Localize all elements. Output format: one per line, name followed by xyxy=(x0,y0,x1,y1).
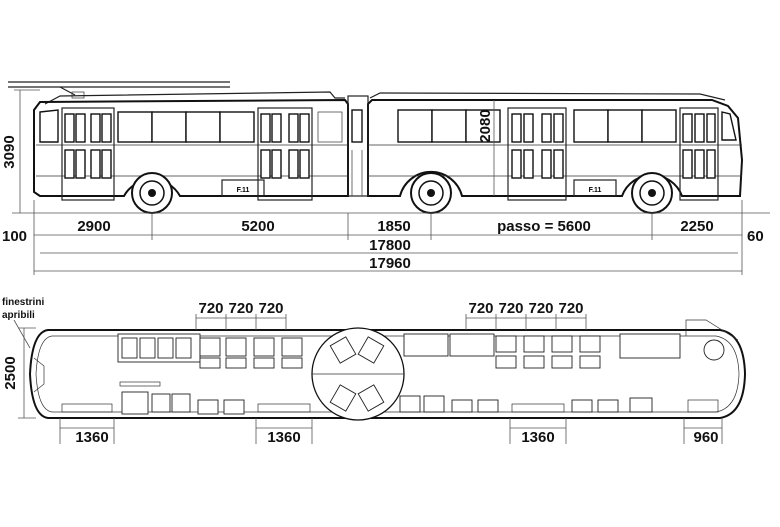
rear-windscreen xyxy=(721,111,737,141)
rear-nose xyxy=(685,319,739,341)
roof-rear-section xyxy=(369,92,726,101)
articulation-bellows xyxy=(347,95,369,197)
pitch-rear-4: 720 xyxy=(558,300,583,317)
trolley-poles xyxy=(8,81,230,99)
front-windscreen xyxy=(39,109,59,143)
rear-door-2 xyxy=(679,107,719,201)
width-label: 2500 xyxy=(2,356,19,389)
pitch-rear-1: 720 xyxy=(468,300,493,317)
plan-hull-outer xyxy=(28,329,747,419)
front-side-windows xyxy=(117,111,255,143)
rear-top-seats xyxy=(403,333,725,369)
note-line-2: apribili xyxy=(2,310,35,321)
height-total-label: 3090 xyxy=(1,135,18,168)
height-dimension: 3090 xyxy=(1,89,40,213)
wheel-middle xyxy=(410,172,452,214)
plate-front-label: F.11 xyxy=(237,187,250,194)
pitch-rear-2: 720 xyxy=(498,300,523,317)
plate-front: F.11 xyxy=(221,179,265,197)
wheel-rear xyxy=(631,172,673,214)
pitch-front-2: 720 xyxy=(228,300,253,317)
rear-door-1 xyxy=(507,107,567,201)
rear-bottom-seats xyxy=(399,395,719,413)
front-bottom-seats xyxy=(61,381,311,415)
plan-view: finestrini apribili 2500 xyxy=(2,297,747,446)
pitch-rear-3: 720 xyxy=(528,300,553,317)
segment-joint: 1850 xyxy=(377,218,410,235)
door-dimensions: 1360 1360 1360 960 xyxy=(59,418,723,446)
plate-rear-label: F.11 xyxy=(589,187,602,194)
front-door-1 xyxy=(61,107,115,201)
pitch-dimensions-front: 720 720 720 xyxy=(195,300,287,330)
segment-wheelbase: passo = 5600 xyxy=(497,218,591,235)
door-2-width: 1360 xyxy=(267,429,300,446)
note-line-1: finestrini xyxy=(2,297,44,308)
plate-rear: F.11 xyxy=(573,179,617,197)
door-3-width: 1360 xyxy=(521,429,554,446)
left-offset-label: 100 xyxy=(2,228,27,245)
front-nose xyxy=(33,357,45,393)
interior-height-dimension: 2080 xyxy=(477,100,495,196)
front-door-2 xyxy=(257,107,313,201)
articulation-turntable xyxy=(311,327,405,421)
front-vent-panel xyxy=(317,111,343,143)
length-body-label: 17800 xyxy=(369,237,411,254)
door-1-width: 1360 xyxy=(75,429,108,446)
pitch-front-3: 720 xyxy=(258,300,283,317)
length-total-label: 17960 xyxy=(369,255,411,272)
front-top-seats xyxy=(117,333,303,369)
door-4-width: 960 xyxy=(693,429,718,446)
rear-side-windows-2 xyxy=(573,109,677,143)
wheel-front xyxy=(131,172,173,214)
length-dimension-chain: 2900 5200 1850 passo = 5600 2250 100 60 … xyxy=(2,200,764,275)
pitch-dimensions-rear: 720 720 720 720 xyxy=(465,300,587,330)
width-dimension: 2500 xyxy=(2,327,36,419)
interior-height-label: 2080 xyxy=(477,109,494,142)
rear-car-body xyxy=(367,99,744,197)
pitch-front-1: 720 xyxy=(198,300,223,317)
segment-rear-overhang: 2250 xyxy=(680,218,713,235)
segment-front-body: 5200 xyxy=(241,218,274,235)
segment-front-overhang: 2900 xyxy=(77,218,110,235)
side-view: F.11 F.11 3090 xyxy=(1,81,770,275)
roof-front-section xyxy=(44,91,345,105)
right-offset-label: 60 xyxy=(747,228,764,245)
